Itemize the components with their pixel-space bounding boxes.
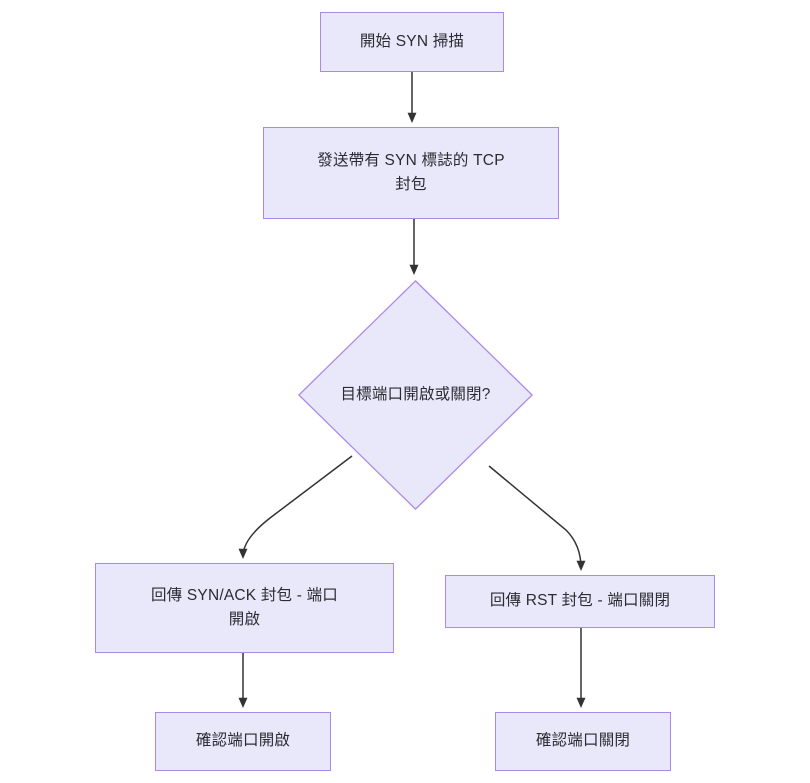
- node-confirm-port-open[interactable]: 確認端口開啟: [155, 712, 331, 771]
- diamond-shape-icon: [297, 279, 534, 511]
- node-decision-port-state[interactable]: 目標端口開啟或關閉?: [297, 279, 534, 511]
- node-start[interactable]: 開始 SYN 掃描: [320, 12, 504, 72]
- node-rst-port-closed[interactable]: 回傳 RST 封包 - 端口關閉: [445, 575, 715, 628]
- node-synack-port-open[interactable]: 回傳 SYN/ACK 封包 - 端口 開啟: [95, 563, 394, 653]
- node-decision-port-state-label: 目標端口開啟或關閉?: [340, 385, 491, 403]
- node-confirm-port-open-label: 確認端口開啟: [195, 732, 291, 750]
- node-send-syn-packet[interactable]: 發送帶有 SYN 標誌的 TCP 封包: [263, 127, 559, 219]
- node-start-label: 開始 SYN 掃描: [359, 32, 465, 50]
- node-synack-port-open-label: 回傳 SYN/ACK 封包 - 端口 開啟: [150, 586, 339, 628]
- node-confirm-port-closed[interactable]: 確認端口關閉: [495, 712, 671, 771]
- node-send-syn-packet-label: 發送帶有 SYN 標誌的 TCP 封包: [317, 151, 505, 193]
- node-confirm-port-closed-label: 確認端口關閉: [535, 732, 631, 750]
- node-rst-port-closed-label: 回傳 RST 封包 - 端口關閉: [489, 592, 671, 610]
